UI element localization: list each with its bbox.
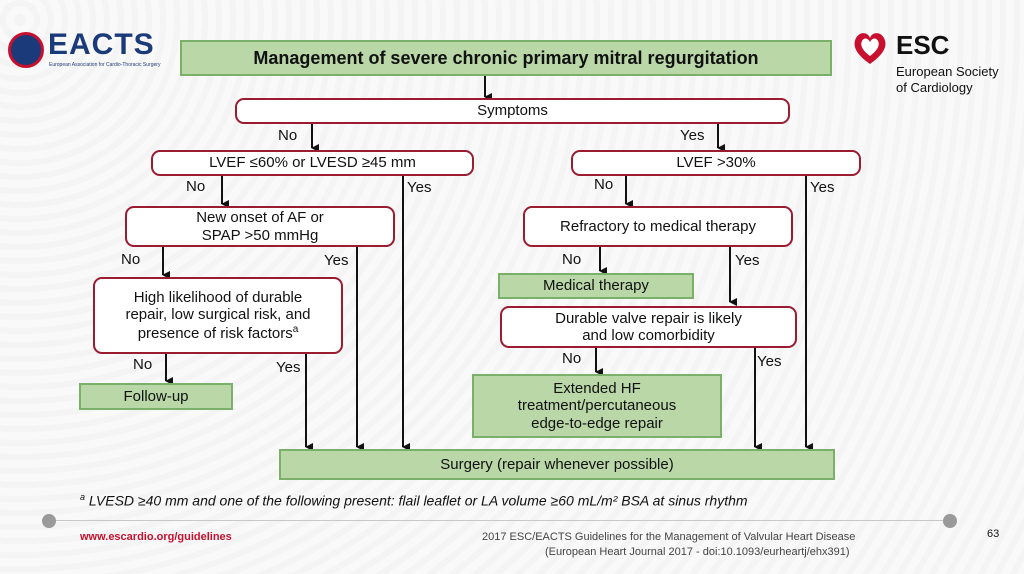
node-af-spap: New onset of AF or SPAP >50 mmHg bbox=[125, 206, 395, 247]
label-yes: Yes bbox=[757, 353, 782, 370]
footer-divider bbox=[52, 520, 952, 521]
node-extended-hf-line3: edge-to-edge repair bbox=[531, 414, 663, 432]
label-no: No bbox=[133, 356, 153, 373]
label-no: No bbox=[186, 178, 206, 195]
label-yes: Yes bbox=[407, 179, 432, 196]
node-high-likelihood: High likelihood of durable repair, low s… bbox=[93, 277, 343, 354]
node-lvef-60: LVEF ≤60% or LVESD ≥45 mm bbox=[151, 150, 474, 176]
node-medical-therapy: Medical therapy bbox=[498, 273, 694, 299]
label-yes: Yes bbox=[810, 179, 835, 196]
node-high-likelihood-text3: presence of risk factors bbox=[137, 324, 293, 342]
footnote: a LVESD ≥40 mm and one of the following … bbox=[80, 492, 748, 509]
page-title: Management of severe chronic primary mit… bbox=[180, 40, 832, 76]
esc-logo: ESC European Society of Cardiology bbox=[850, 26, 1000, 96]
footer-dot-left bbox=[42, 514, 56, 528]
footer-url[interactable]: www.escardio.org/guidelines bbox=[80, 531, 232, 543]
label-yes: Yes bbox=[324, 252, 349, 269]
esc-heart-icon bbox=[854, 33, 886, 64]
node-extended-hf-line2: treatment/percutaneous bbox=[517, 397, 677, 415]
eacts-emblem-icon bbox=[8, 32, 44, 68]
node-af-spap-line2: SPAP >50 mmHg bbox=[201, 226, 319, 244]
footnote-sup: a bbox=[80, 492, 86, 502]
node-high-likelihood-line1: High likelihood of durable bbox=[133, 289, 303, 307]
label-yes: Yes bbox=[735, 252, 760, 269]
node-durable-valve: Durable valve repair is likely and low c… bbox=[500, 306, 797, 348]
node-lvef-30: LVEF >30% bbox=[571, 150, 861, 176]
label-yes: Yes bbox=[680, 127, 705, 144]
eacts-logo-text: EACTS bbox=[48, 28, 155, 61]
label-yes: Yes bbox=[276, 359, 301, 376]
node-symptoms: Symptoms bbox=[235, 98, 790, 124]
node-af-spap-line1: New onset of AF or bbox=[196, 209, 324, 227]
footnote-text: LVESD ≥40 mm and one of the following pr… bbox=[85, 492, 748, 509]
node-high-likelihood-sup: a bbox=[292, 323, 299, 335]
node-follow-up: Follow-up bbox=[79, 383, 233, 410]
esc-subtitle-2: of Cardiology bbox=[896, 80, 973, 95]
label-no: No bbox=[121, 251, 141, 268]
node-durable-valve-line2: and low comorbidity bbox=[582, 327, 715, 344]
node-extended-hf: Extended HF treatment/percutaneous edge-… bbox=[472, 374, 722, 438]
label-no: No bbox=[562, 251, 582, 268]
page-number: 63 bbox=[987, 528, 1000, 540]
eacts-logo: EACTS European Association for Cardio-Th… bbox=[8, 28, 161, 72]
node-high-likelihood-line2: repair, low surgical risk, and bbox=[125, 306, 311, 324]
eacts-logo-subtitle: European Association for Cardio-Thoracic… bbox=[49, 62, 161, 68]
footer-reference-2: (European Heart Journal 2017 - doi:10.10… bbox=[545, 546, 850, 558]
esc-subtitle-1: European Society bbox=[896, 64, 999, 79]
node-durable-valve-line1: Durable valve repair is likely bbox=[555, 309, 742, 327]
footer-dot-right bbox=[943, 514, 957, 528]
label-no: No bbox=[562, 350, 582, 367]
label-no: No bbox=[278, 127, 298, 144]
label-no: No bbox=[594, 176, 614, 193]
node-refractory: Refractory to medical therapy bbox=[523, 206, 793, 247]
esc-logo-text: ESC bbox=[896, 30, 950, 60]
node-extended-hf-line1: Extended HF bbox=[553, 380, 641, 398]
node-high-likelihood-line3: presence of risk factorsa bbox=[138, 324, 299, 342]
footer-reference-1: 2017 ESC/EACTS Guidelines for the Manage… bbox=[482, 531, 856, 543]
node-surgery: Surgery (repair whenever possible) bbox=[279, 449, 835, 480]
